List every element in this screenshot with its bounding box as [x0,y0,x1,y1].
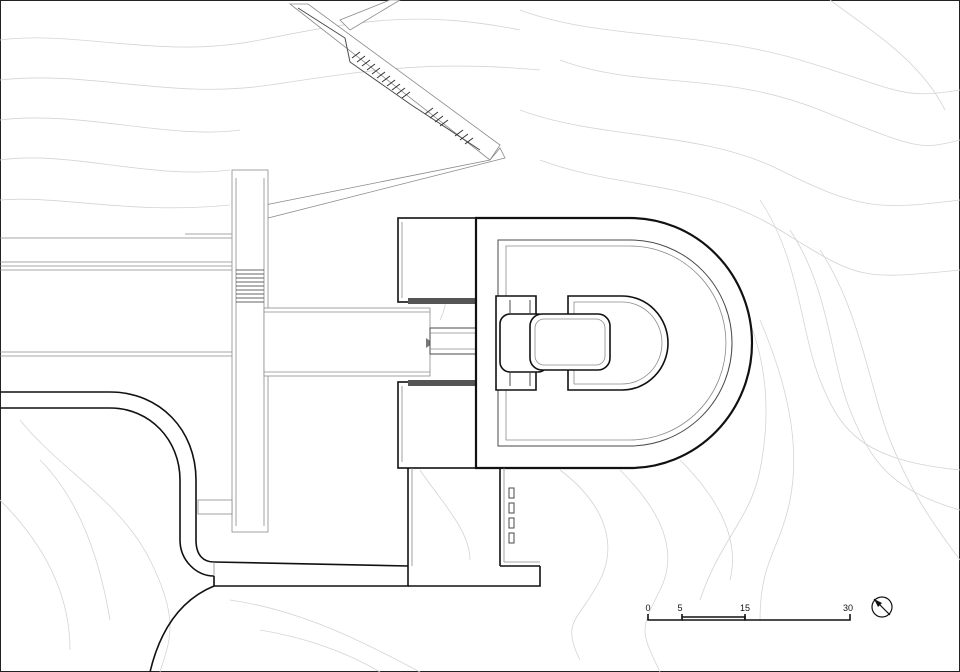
diagonal-access-ramp [264,0,506,219]
terrace-stair [236,269,264,303]
curved-road [0,391,541,672]
entry-bridge [263,307,491,377]
scale-label-5: 5 [677,603,682,613]
retaining-walls [407,468,540,567]
scale-label-15: 15 [740,603,750,613]
stair-treads [351,51,474,145]
scale-label-0: 0 [645,603,650,613]
vertical-terrace [197,169,269,533]
north-arrow-icon [871,596,893,618]
scale-label-30: 30 [843,603,853,613]
scale-bar: 0 5 15 30 [645,603,853,621]
horizontal-road [0,233,232,357]
central-vestibule [499,300,611,386]
north-pavilion [397,217,477,304]
south-pavilion [397,380,477,469]
